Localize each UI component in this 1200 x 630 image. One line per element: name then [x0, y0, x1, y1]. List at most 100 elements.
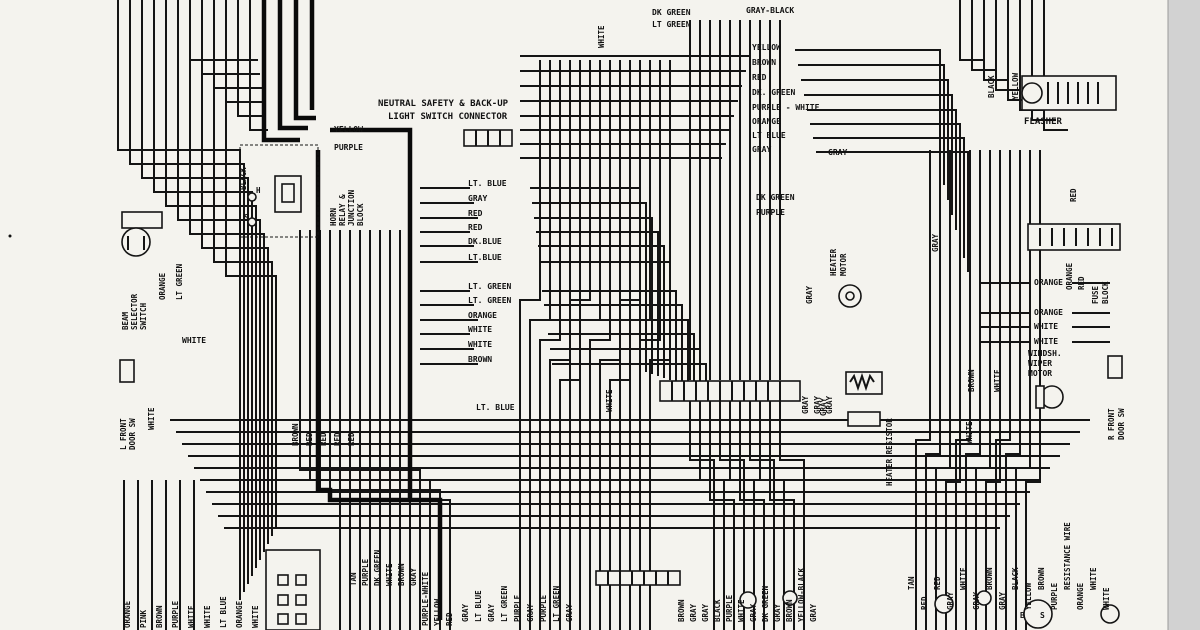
right-top-wire-label-5: ORANGE: [752, 117, 781, 126]
right-top-wire-label-0: YELLOW: [752, 43, 781, 52]
mid-label-2: RED: [319, 432, 328, 446]
bottom-far-right-label-9: YELLOW: [1024, 582, 1033, 610]
wire-17: [201, 0, 260, 75]
resistor-plug: [847, 411, 881, 427]
bottom-mid-label-5: GRAY: [526, 603, 535, 622]
bottom-right-label-11: GRAY: [809, 603, 818, 622]
mid-right-label-0: GRAY: [801, 395, 810, 414]
bottom-mid-label-1: LT BLUE: [474, 590, 483, 622]
thick-wire-7: [315, 150, 410, 503]
wire-24: [420, 217, 653, 374]
label-purple-upper: PURPLE: [334, 143, 363, 152]
label-neutral-safety: NEUTRAL SAFETY & BACK-UP: [378, 99, 509, 109]
wire-61: [549, 60, 571, 630]
horn-terminal-s: [247, 217, 257, 227]
label-orange-beam: ORANGE: [158, 272, 167, 300]
label-gray-vertical: GRAY: [931, 233, 940, 252]
bulkhead-divisions: [671, 381, 781, 401]
right-door-switch: [1107, 355, 1123, 379]
wire-2: [141, 0, 249, 584]
label-motor: MOTOR: [839, 253, 848, 276]
bottom-right-label-8: GRAY: [773, 603, 782, 622]
label-b: B: [1020, 611, 1025, 620]
wire-38: [520, 109, 957, 230]
label-white-left-door: WHITE: [147, 407, 156, 430]
mid-label-3: RED: [333, 432, 342, 446]
bottom-right-label-10: YELLOW-BLACK: [797, 567, 806, 622]
label-wiper: WIPER: [1028, 359, 1052, 368]
fuse-slots: [1039, 228, 1113, 246]
bottom-far-right-label-15: WHITE: [1102, 587, 1111, 610]
bottom-center-label-1: PURPLE: [361, 558, 370, 586]
socket-1: [739, 591, 757, 609]
wire-110: [1031, 0, 1056, 121]
label-white-resistor: WHITE: [965, 421, 974, 444]
wire-68: [619, 60, 641, 630]
bottom-far-right-label-12: RESISTANCE WIRE: [1063, 522, 1072, 590]
bottom-left-label-7: ORANGE: [235, 600, 244, 628]
center-wire-label-6: LT. GREEN: [468, 282, 512, 291]
starter-solenoid: [1023, 599, 1053, 629]
center-wire-label-3: RED: [468, 223, 483, 232]
wire-64: [579, 60, 601, 630]
socket-3: [934, 594, 954, 614]
label-heater: HEATER: [829, 248, 838, 276]
label-s: S: [1040, 611, 1045, 620]
socket-2: [782, 590, 798, 606]
wire-29: [420, 304, 683, 384]
bottom-far-right-label-6: BROWN: [985, 567, 994, 590]
label-switch: SWITCH: [139, 302, 148, 330]
thick-wire-2: [277, 0, 308, 131]
wire-25: [420, 231, 659, 376]
socket-5: [1100, 604, 1120, 624]
bottom-mid-label-2: GRAY: [487, 603, 496, 622]
label-r-front: R FRONT: [1107, 408, 1116, 440]
right-top-wire-label-7: GRAY: [752, 145, 771, 154]
wire-74: [709, 20, 735, 630]
lower-left-block: [265, 549, 321, 630]
label-flasher: FLASHER: [1024, 117, 1063, 127]
label-black-right: BLACK: [987, 75, 996, 98]
wire-31: [420, 333, 695, 388]
bottom-far-right-label-7: GRAY: [998, 591, 1007, 610]
center-wire-label-4: DK.BLUE: [468, 237, 502, 246]
bottom-mid-label-6: PURPLE: [539, 594, 548, 622]
flasher: [1021, 82, 1043, 104]
center-wire-label-8: ORANGE: [468, 311, 497, 320]
label-horn: HORN: [329, 207, 338, 226]
wire-1: [129, 0, 245, 592]
wire-65: [589, 60, 611, 630]
lower-left-pin-5: [277, 613, 289, 625]
label-block: BLOCK: [356, 203, 365, 226]
label-red-fuse: RED: [1077, 276, 1086, 290]
wire-28: [420, 290, 677, 382]
wire-80: [769, 20, 795, 630]
label-block-fuse: BLOCK: [1101, 281, 1110, 304]
wiper-motor-mount: [1035, 385, 1045, 409]
bottom-mid-label-7: LT GREEN: [552, 585, 561, 622]
bottom-left-label-5: WHITE: [203, 605, 212, 628]
center-wire-label-2: RED: [468, 209, 483, 218]
wire-86: [955, 150, 971, 630]
wire-90: [995, 150, 1011, 630]
right-top-wire-label-2: RED: [752, 73, 767, 82]
wire-71: [649, 60, 671, 630]
label-white-left-mid: WHITE: [182, 336, 206, 345]
bottom-left-label-1: PINK: [139, 609, 148, 628]
wire-69: [629, 60, 651, 630]
label-door-sw-right: DOOR SW: [1117, 408, 1126, 440]
bottom-far-right-label-3: GRAY: [946, 591, 955, 610]
label-white-top: WHITE: [597, 25, 606, 48]
label-selector: SELECTOR: [130, 293, 139, 330]
bottom-right-label-1: GRAY: [689, 603, 698, 622]
components: [8, 75, 1123, 630]
wire-75: [719, 20, 745, 630]
bottom-right-label-6: GRAY: [749, 603, 758, 622]
right-wire-label-3: WHITE: [1034, 337, 1058, 346]
wire-78: [749, 20, 775, 630]
bottom-right-label-5: WHITE: [737, 599, 746, 622]
wire-87: [965, 150, 981, 630]
scan-margin: [1168, 0, 1200, 630]
thick-wire-5: [330, 127, 413, 150]
